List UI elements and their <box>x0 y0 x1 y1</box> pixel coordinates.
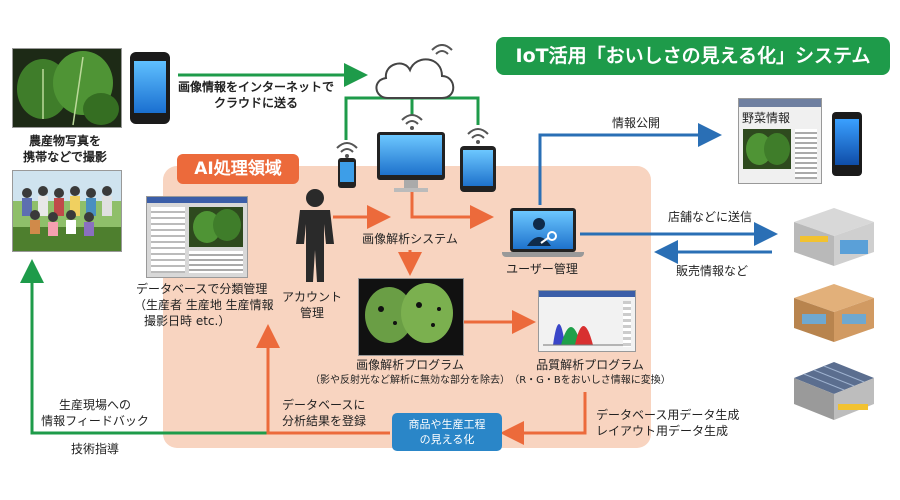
photo-caption-1: 農産物写真を <box>28 134 101 148</box>
smartphone-icon <box>130 52 170 124</box>
db-register-label-1: データベースに <box>282 398 366 412</box>
farmers-photo <box>12 170 122 252</box>
person-silhouette-icon <box>296 189 334 282</box>
sales-info-label: 販売情報など <box>676 264 749 278</box>
cloud-send-label-2: クラウドに送る <box>214 96 299 110</box>
db-data-generation-label: データベース用データ生成 <box>596 408 740 422</box>
db-classification-label-1: データベースで分類管理 <box>136 282 268 296</box>
vegetable-info-webpage: 野菜情報 <box>738 98 822 184</box>
rgb-histogram-icon <box>543 324 623 346</box>
factory-building-icon <box>794 362 874 420</box>
image-analysis-program-note: （影や反射光など解析に無効な部分を除去） <box>310 375 510 386</box>
visualization-box: 商品や生産工程 の見える化 <box>392 413 502 451</box>
smartphone-icon <box>832 112 862 176</box>
db-register-label-2: 分析結果を登録 <box>282 414 367 428</box>
send-to-store-label: 店舗などに送信 <box>668 210 753 224</box>
feedback-label-2: 情報フィードバック <box>41 414 149 428</box>
system-title: IoT活用「おいしさの見える化」システム <box>496 37 890 75</box>
ai-region-label: AI処理領域 <box>177 154 299 184</box>
laptop-icon <box>510 208 576 252</box>
leaf-icon <box>365 283 453 343</box>
arrow-quality-to-visualize <box>500 392 587 445</box>
tablet-icon <box>460 146 496 192</box>
quality-analysis-program-label: 品質解析プログラム <box>536 358 644 372</box>
user-key-icon <box>527 218 557 246</box>
quality-spectrum-screen <box>538 290 636 352</box>
analysis-image <box>358 278 464 356</box>
db-classification-label-2: （生産者 生産地 生産情報 <box>134 298 274 312</box>
store-building-icon <box>794 208 874 266</box>
cloud-send-label-1: 画像情報をインターネットで <box>178 80 335 94</box>
laptop-base <box>502 252 584 257</box>
arrow-monitor-to-laptop <box>410 192 494 229</box>
db-classification-label-3: 撮影日時 etc.） <box>144 314 231 328</box>
group-of-people-icon <box>13 171 121 251</box>
wifi-icon <box>467 128 489 144</box>
wifi-icon <box>401 114 423 130</box>
arrow-info-publish <box>538 123 722 205</box>
photo-caption-2: 携帯などで撮影 <box>23 150 107 164</box>
database-screen <box>146 196 248 278</box>
account-management-label-1: アカウント <box>281 290 342 304</box>
crop-photo <box>12 48 122 128</box>
vegetable-info-title: 野菜情報 <box>742 111 791 125</box>
image-analysis-system-label: 画像解析システム <box>362 232 458 246</box>
small-phone-icon <box>338 158 356 188</box>
account-management-label-2: 管理 <box>299 306 324 320</box>
leaf-icon <box>17 51 119 126</box>
image-analysis-program-label: 画像解析プログラム <box>356 358 464 372</box>
shop-building-icon <box>794 284 874 342</box>
cloud-icon <box>375 44 455 99</box>
leaf-icon <box>746 133 790 165</box>
layout-data-generation-label: レイアウト用データ生成 <box>596 424 729 438</box>
wifi-icon <box>336 142 358 158</box>
visualize-label-1: 商品や生産工程 <box>408 418 486 431</box>
info-publish-label: 情報公開 <box>612 116 661 130</box>
arrow-to-database <box>256 324 390 435</box>
tech-guidance-label: 技術指導 <box>70 442 119 456</box>
visualize-label-2: の見える化 <box>419 433 475 446</box>
feedback-label-1: 生産現場への <box>58 398 131 412</box>
leaf-icon <box>193 209 241 243</box>
user-management-label: ユーザー管理 <box>506 262 578 276</box>
monitor-base <box>394 188 428 192</box>
monitor-icon <box>377 132 445 180</box>
monitor-stand <box>404 180 418 188</box>
quality-analysis-program-note: （R・G・Bをおいしさ情報に変換） <box>509 375 671 386</box>
